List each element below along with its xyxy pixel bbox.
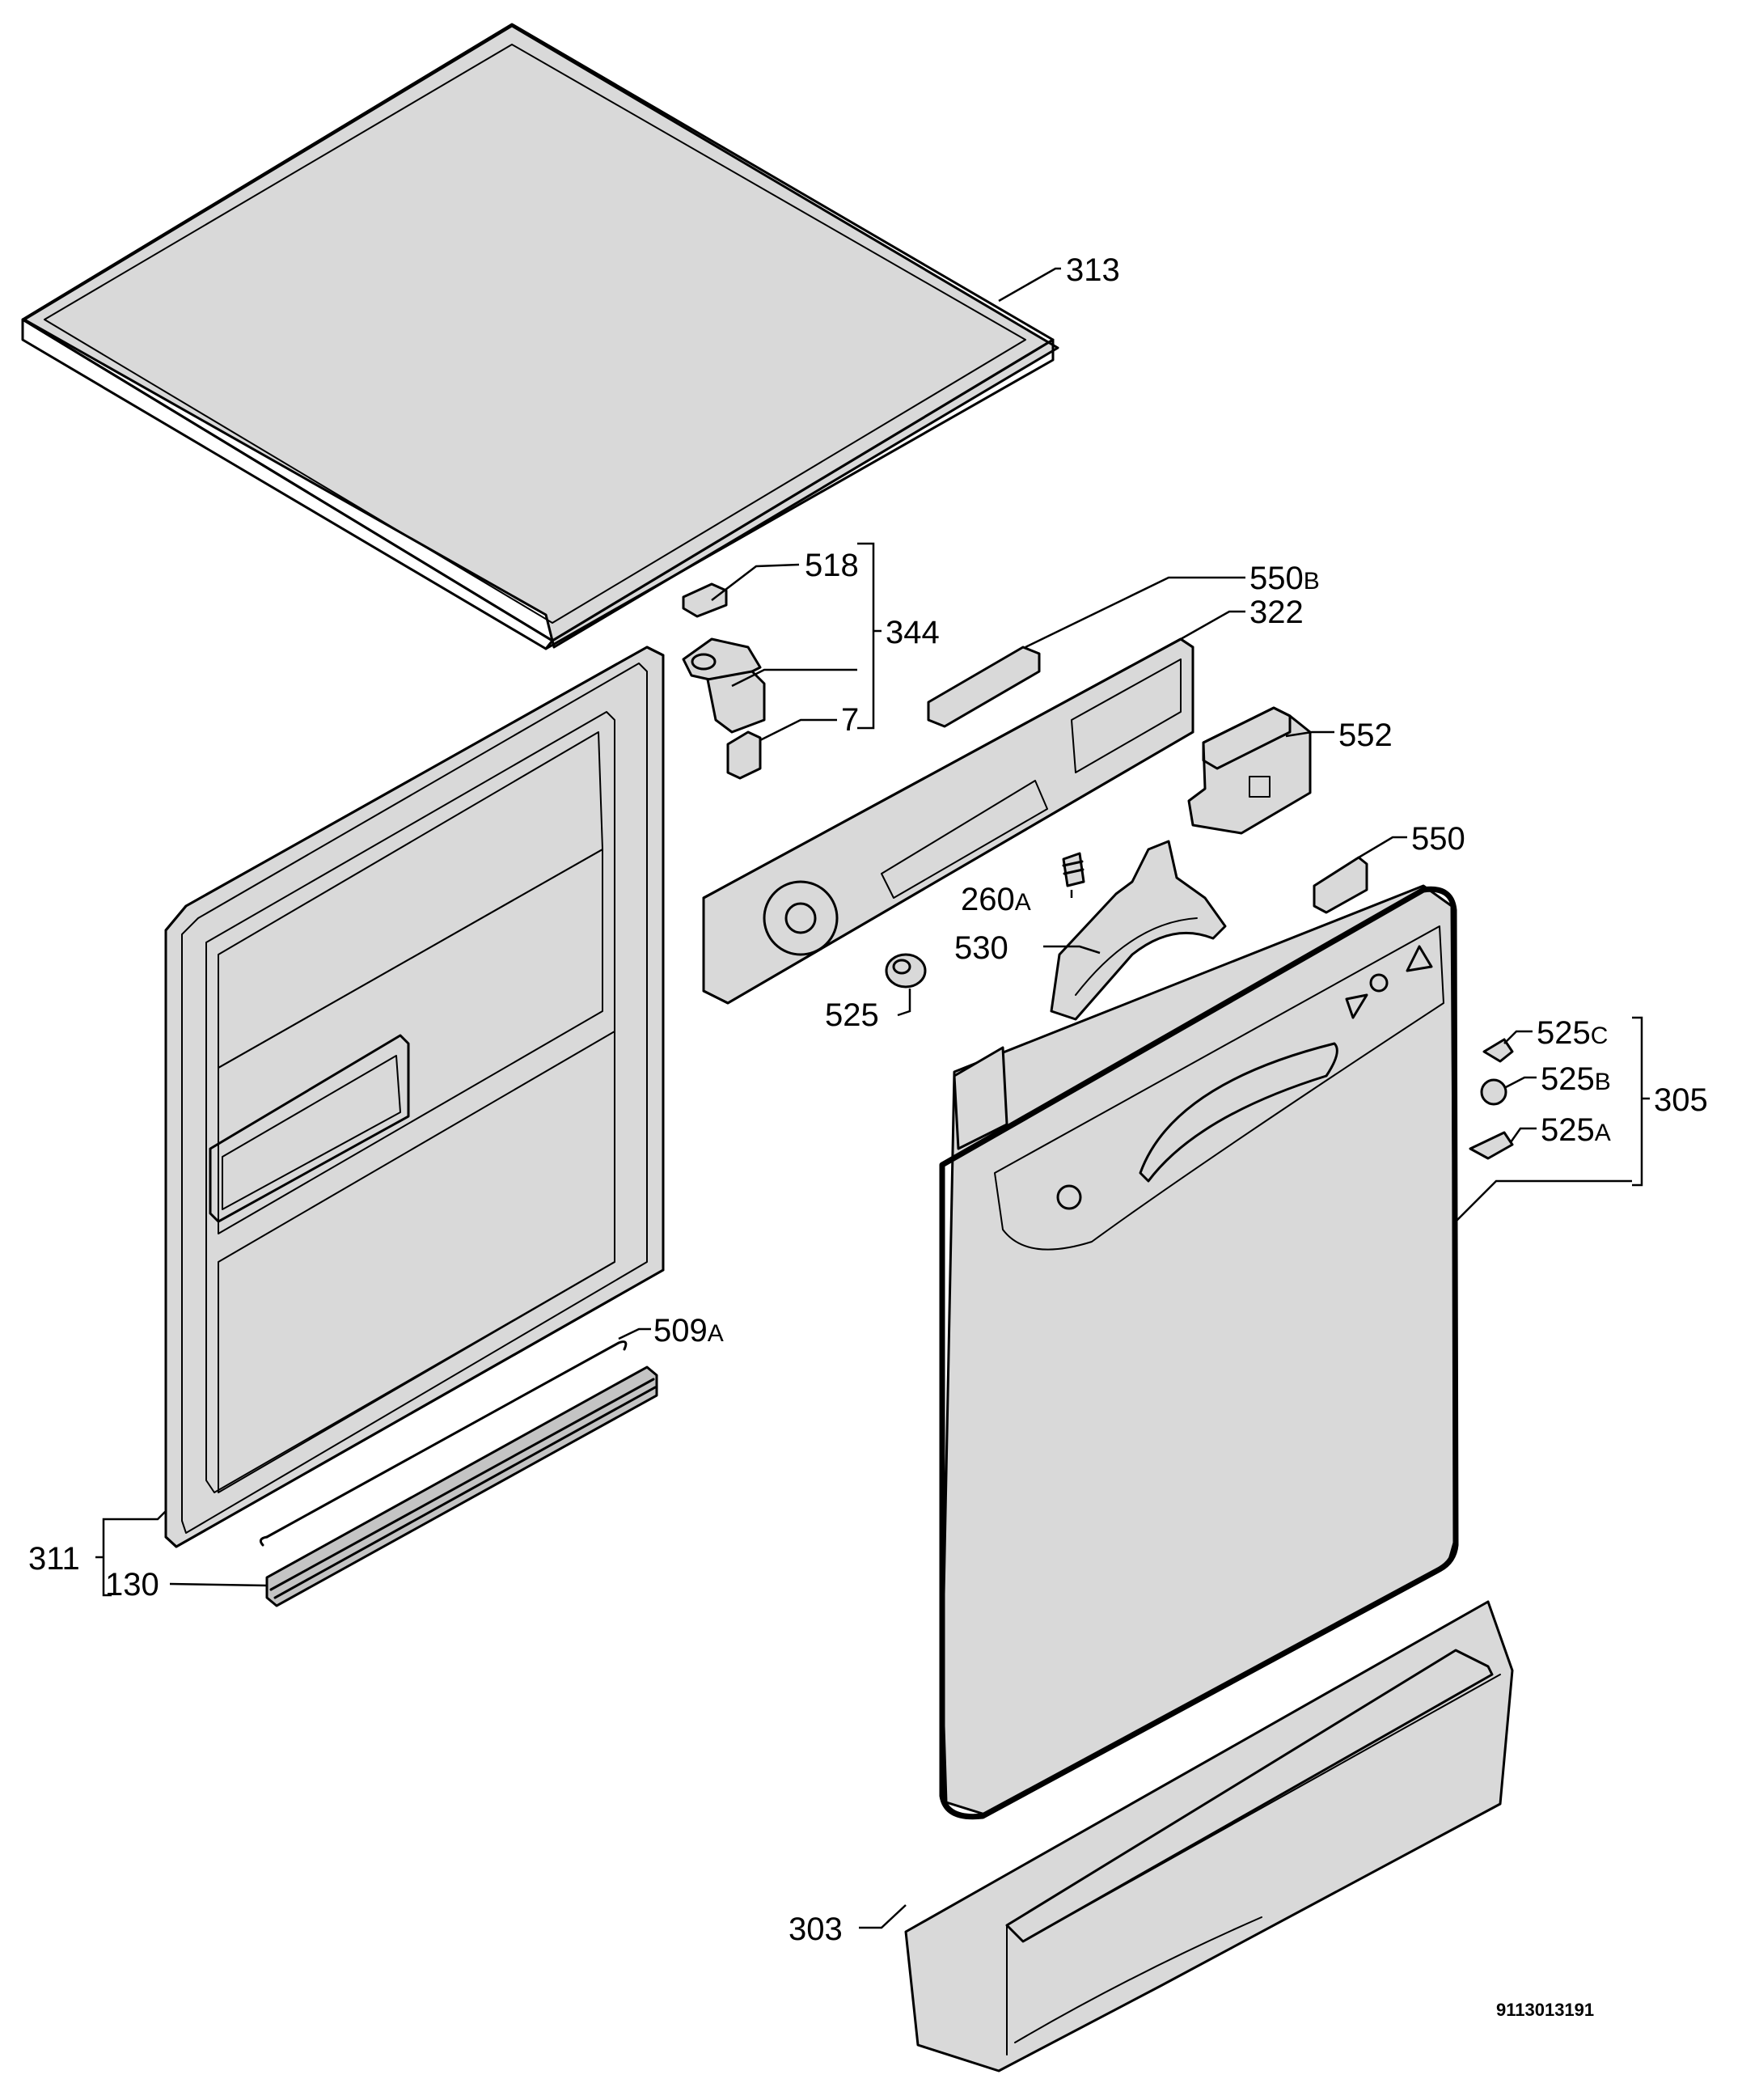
part-509a-rod	[259, 1340, 628, 1547]
callout-303: 303	[789, 1912, 843, 1947]
callout-labels: 313 518 344 7 550B 322 552 550 260A 530 …	[28, 252, 1708, 2020]
part-552-switch-module	[1187, 706, 1312, 835]
part-525-knob	[885, 953, 927, 989]
callout-552: 552	[1338, 718, 1393, 753]
callout-260a: 260A	[961, 882, 1031, 917]
document-number: 9113013191	[1496, 2000, 1594, 2020]
part-518-clip	[682, 582, 728, 618]
callout-130: 130	[105, 1567, 159, 1603]
callout-344: 344	[886, 615, 940, 650]
callout-525: 525	[825, 997, 879, 1033]
callout-311: 311	[28, 1541, 80, 1577]
part-311-inner-door	[164, 646, 665, 1548]
callout-7: 7	[841, 702, 859, 738]
callout-305: 305	[1654, 1082, 1708, 1118]
leader-lines	[95, 267, 1650, 1929]
callout-518: 518	[805, 548, 859, 583]
part-530-handle	[1050, 840, 1227, 1021]
callout-525c: 525C	[1537, 1015, 1608, 1051]
part-130-seal-strip	[265, 1365, 658, 1607]
part-7-microswitch	[726, 730, 762, 780]
part-260a-spring	[1062, 852, 1085, 887]
part-305-outer-door	[939, 884, 1459, 1820]
part-303-plinth	[904, 1600, 1514, 2072]
callout-322: 322	[1249, 595, 1304, 630]
part-550b-strip	[927, 646, 1041, 728]
callout-509a: 509A	[653, 1313, 724, 1348]
callout-550: 550	[1411, 821, 1465, 857]
callout-530: 530	[954, 930, 1008, 966]
part-525c	[1482, 1038, 1514, 1063]
callout-525b: 525B	[1541, 1061, 1611, 1097]
part-344-lock-assembly	[682, 637, 766, 734]
part-550-door-strip	[1313, 856, 1368, 914]
part-525a	[1469, 1131, 1514, 1160]
callout-525a: 525A	[1541, 1112, 1611, 1148]
callout-313: 313	[1066, 252, 1120, 288]
part-313-top-lid	[21, 23, 1059, 650]
part-525b	[1480, 1078, 1507, 1106]
callout-550b: 550B	[1249, 561, 1320, 596]
